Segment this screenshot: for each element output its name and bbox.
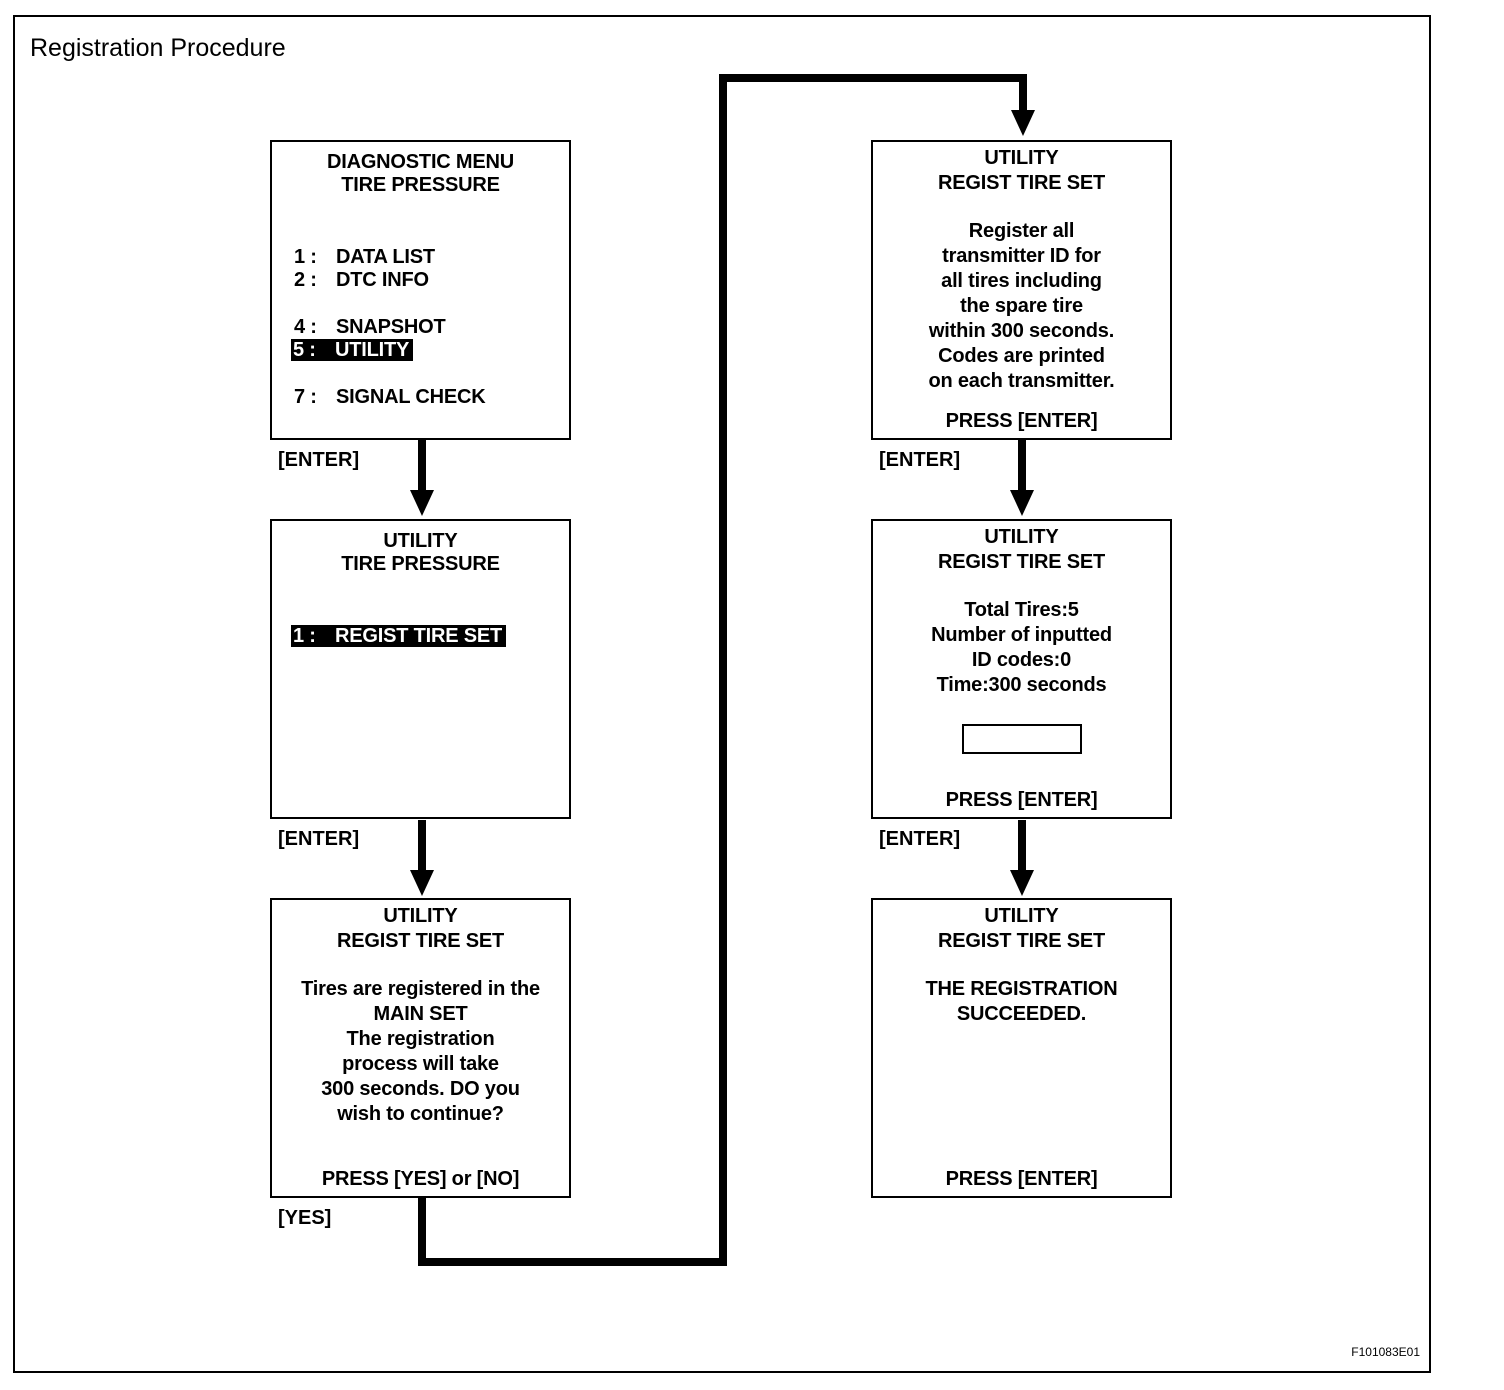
menu-item-label: DATA LIST — [336, 246, 435, 268]
message-line: SUCCEEDED. — [956, 1003, 1087, 1025]
screen-footer: PRESS [ENTER] — [945, 410, 1098, 432]
menu-item-highlight: 5 : UTILITY — [291, 339, 414, 361]
screen-header: UTILITY REGIST TIRE SET — [873, 146, 1170, 196]
screen-registration-succeeded: UTILITY REGIST TIRE SET THE REGISTRATION… — [871, 898, 1172, 1198]
message-line: Number of inputted — [931, 624, 1112, 646]
key-label-enter: [ENTER] — [879, 449, 961, 471]
screen-header: UTILITY TIRE PRESSURE — [272, 529, 569, 577]
message-line: Total Tires:5 — [964, 599, 1079, 621]
arrow-down-icon — [1010, 490, 1034, 516]
key-label-yes: [YES] — [278, 1207, 332, 1229]
menu-item-label: DTC INFO — [336, 269, 429, 291]
screen-registration-status: UTILITY REGIST TIRE SET Total Tires:5 Nu… — [871, 519, 1172, 819]
menu-item-number: 1 : — [293, 625, 316, 647]
message-line: ID codes:0 — [971, 649, 1072, 671]
menu-item-snapshot[interactable]: 4 : SNAPSHOT — [294, 316, 446, 338]
header-line: UTILITY — [984, 147, 1059, 169]
connector-line — [1019, 74, 1027, 112]
menu-item-label: UTILITY — [335, 339, 410, 361]
screen-footer: PRESS [ENTER] — [945, 1168, 1098, 1190]
connector-line — [418, 1198, 426, 1266]
figure-title: Registration Procedure — [30, 34, 286, 62]
header-line: REGIST TIRE SET — [937, 551, 1106, 573]
key-label-enter: [ENTER] — [278, 449, 360, 471]
arrow-down-icon — [1011, 110, 1035, 136]
header-line: UTILITY — [984, 905, 1059, 927]
header-line: UTILITY — [383, 530, 458, 552]
screen-register-instructions: UTILITY REGIST TIRE SET Register all tra… — [871, 140, 1172, 440]
menu-item-regist-tire-set[interactable]: 1 : REGIST TIRE SET — [291, 625, 507, 647]
message-line: process will take — [342, 1053, 499, 1075]
screen-footer: PRESS [YES] or [NO] — [321, 1168, 520, 1190]
header-line: REGIST TIRE SET — [336, 930, 505, 952]
header-line: UTILITY — [984, 526, 1059, 548]
menu-item-number: 7 : — [294, 386, 317, 408]
message-line: Tires are registered in the — [301, 978, 540, 1000]
message-line: Codes are printed — [938, 345, 1105, 367]
screen-header: UTILITY REGIST TIRE SET — [873, 904, 1170, 954]
key-label-enter: [ENTER] — [879, 828, 961, 850]
header-line: REGIST TIRE SET — [937, 172, 1106, 194]
screen-header: DIAGNOSTIC MENU TIRE PRESSURE — [272, 150, 569, 198]
menu-item-highlight: 1 : REGIST TIRE SET — [291, 625, 507, 647]
menu-item-label: SNAPSHOT — [336, 316, 446, 338]
screen-header: UTILITY REGIST TIRE SET — [272, 904, 569, 954]
header-line: UTILITY — [383, 905, 458, 927]
screen-diagnostic-menu: DIAGNOSTIC MENU TIRE PRESSURE 1 : DATA LI… — [270, 140, 571, 440]
message-line: The registration — [346, 1028, 495, 1050]
id-code-input-box[interactable] — [962, 724, 1082, 754]
screen-header: UTILITY REGIST TIRE SET — [873, 525, 1170, 575]
connector-line — [418, 820, 426, 872]
header-line: REGIST TIRE SET — [937, 930, 1106, 952]
menu-item-dtc-info[interactable]: 2 : DTC INFO — [294, 269, 429, 291]
menu-item-number: 1 : — [294, 246, 317, 268]
connector-line — [418, 440, 426, 492]
menu-item-number: 4 : — [294, 316, 317, 338]
message-line: wish to continue? — [337, 1103, 504, 1125]
connector-line — [719, 74, 1027, 82]
screen-message: THE REGISTRATION SUCCEEDED. — [873, 977, 1170, 1027]
message-line: the spare tire — [960, 295, 1083, 317]
connector-line — [719, 74, 727, 1266]
connector-line — [418, 1258, 727, 1266]
message-line: Register all — [968, 220, 1075, 242]
menu-item-label: REGIST TIRE SET — [335, 625, 503, 647]
message-line: 300 seconds. DO you — [321, 1078, 520, 1100]
message-line: THE REGISTRATION — [925, 978, 1118, 1000]
message-line: MAIN SET — [373, 1003, 468, 1025]
header-line: DIAGNOSTIC MENU — [326, 151, 514, 173]
screen-utility-tire-pressure: UTILITY TIRE PRESSURE 1 : REGIST TIRE SET — [270, 519, 571, 819]
arrow-down-icon — [410, 490, 434, 516]
screen-message: Tires are registered in the MAIN SET The… — [272, 977, 569, 1127]
menu-item-number: 2 : — [294, 269, 317, 291]
message-line: within 300 seconds. — [928, 320, 1115, 342]
screen-regist-confirm: UTILITY REGIST TIRE SET Tires are regist… — [270, 898, 571, 1198]
header-line: TIRE PRESSURE — [341, 174, 500, 196]
menu-item-label: SIGNAL CHECK — [336, 386, 486, 408]
menu-item-number: 5 : — [293, 339, 316, 361]
screen-footer: PRESS [ENTER] — [945, 789, 1098, 811]
figure-id: F101083E01 — [1351, 1345, 1420, 1359]
message-line: on each transmitter. — [928, 370, 1115, 392]
screen-message: Total Tires:5 Number of inputted ID code… — [873, 598, 1170, 698]
message-line: Time:300 seconds — [936, 674, 1107, 696]
menu-item-data-list[interactable]: 1 : DATA LIST — [294, 246, 435, 268]
figure-frame — [13, 15, 1431, 1373]
message-line: all tires including — [941, 270, 1102, 292]
message-line: transmitter ID for — [942, 245, 1101, 267]
connector-line — [1018, 440, 1026, 492]
screen-message: Register all transmitter ID for all tire… — [873, 219, 1170, 394]
connector-line — [1018, 820, 1026, 872]
key-label-enter: [ENTER] — [278, 828, 360, 850]
menu-item-signal-check[interactable]: 7 : SIGNAL CHECK — [294, 386, 486, 408]
header-line: TIRE PRESSURE — [341, 553, 500, 575]
menu-item-utility[interactable]: 5 : UTILITY — [291, 339, 414, 361]
arrow-down-icon — [1010, 870, 1034, 896]
arrow-down-icon — [410, 870, 434, 896]
